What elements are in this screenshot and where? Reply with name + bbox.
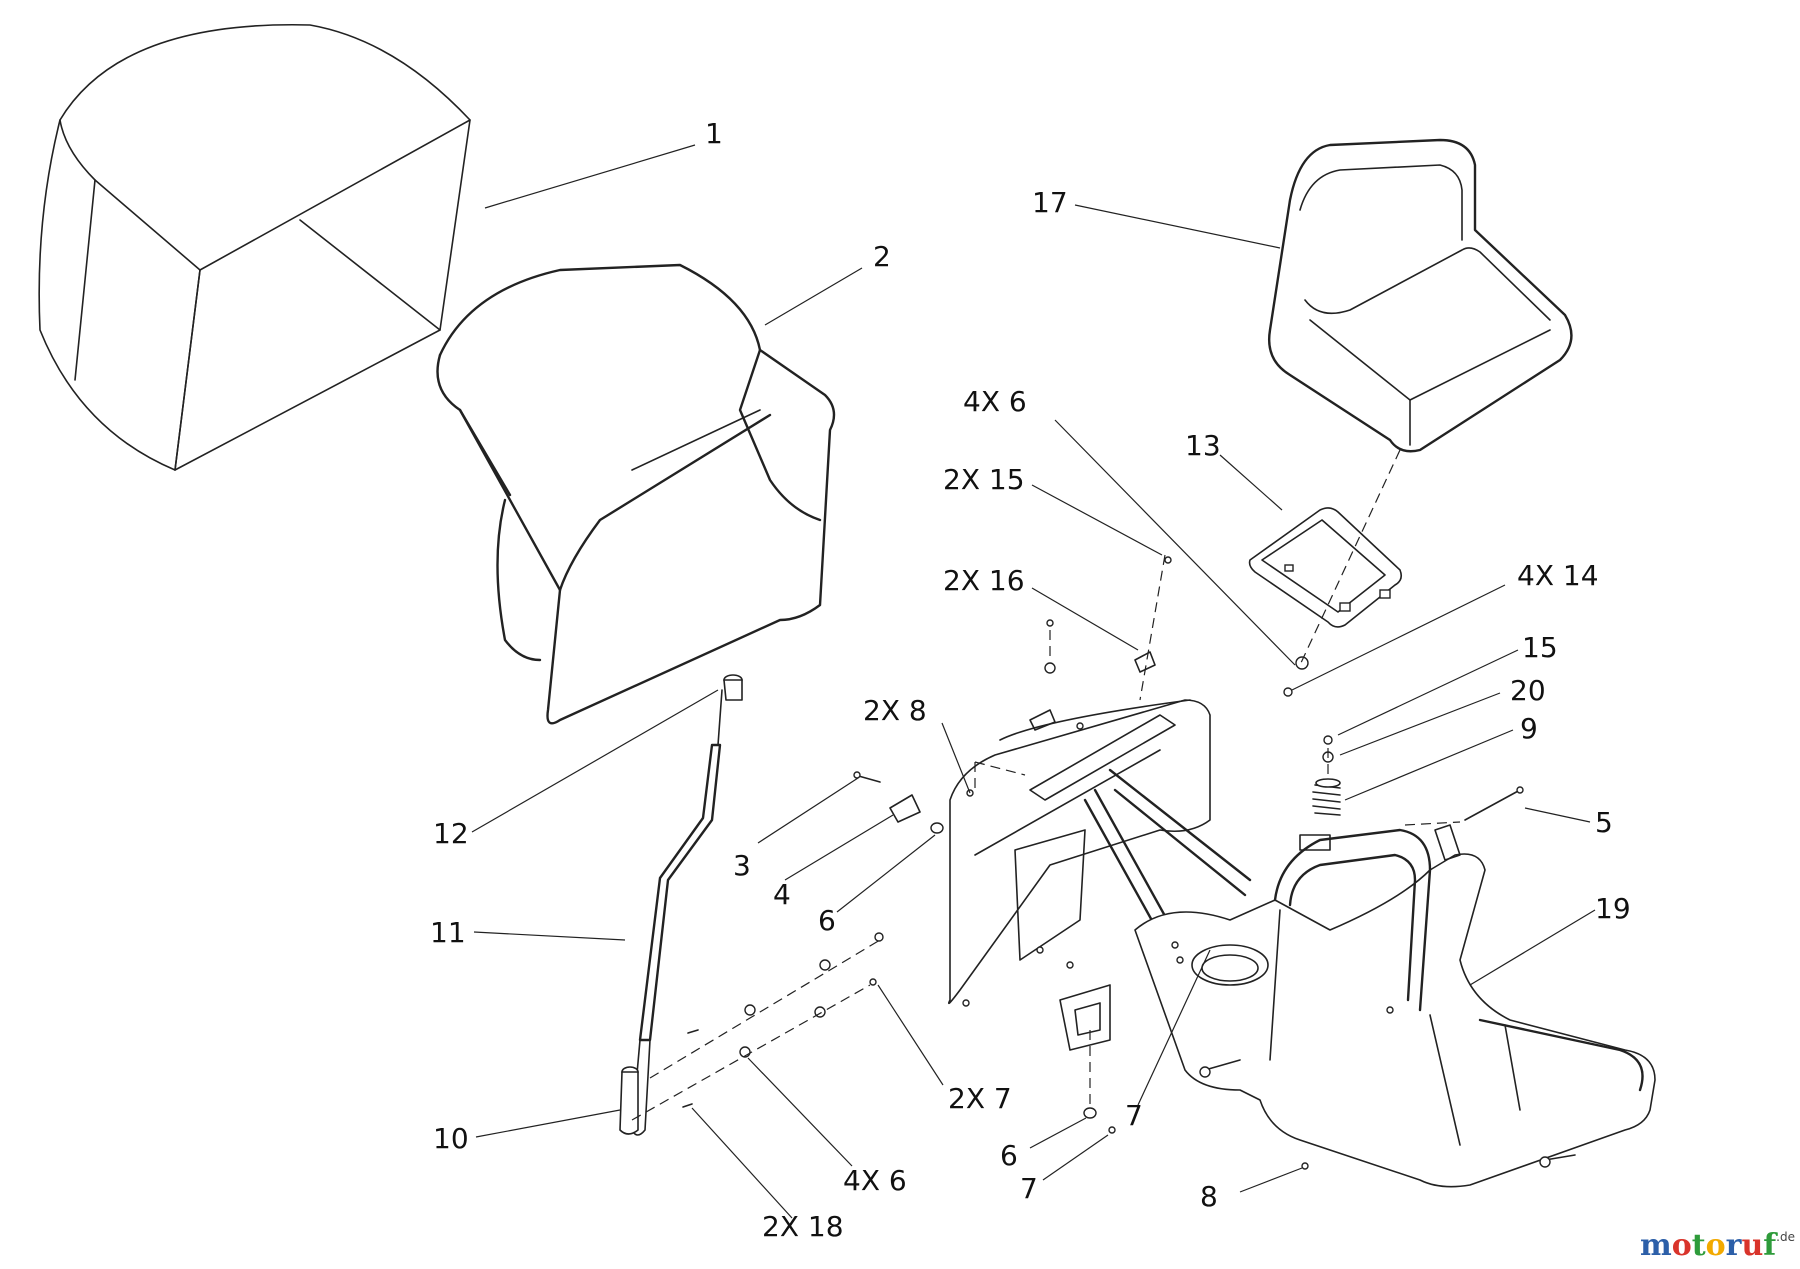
callout-7-mid: 7 xyxy=(1125,1099,1143,1132)
part-2-bag-frame xyxy=(436,263,836,725)
svg-text:motoruf.de: motoruf.de xyxy=(1640,1228,1795,1263)
callout-2x7: 2X 7 xyxy=(948,1082,1012,1115)
watermark-logo: motoruf.de xyxy=(1640,1228,1795,1263)
part-19-main-frame xyxy=(947,699,1656,1188)
watermark-letter: o xyxy=(1706,1228,1726,1263)
callout-17: 17 xyxy=(1032,186,1068,219)
hardware xyxy=(682,556,1524,1170)
assembly-lines xyxy=(631,449,1461,1121)
callout-4x14: 4X 14 xyxy=(1517,559,1599,592)
callout-6-low: 6 xyxy=(1000,1139,1018,1172)
watermark-letter: u xyxy=(1741,1228,1763,1263)
callout-20: 20 xyxy=(1510,674,1546,707)
callout-2x18: 2X 18 xyxy=(762,1210,844,1243)
watermark-letter: f xyxy=(1763,1228,1778,1263)
leader-lines xyxy=(471,144,1596,1219)
callout-4x6-top: 4X 6 xyxy=(963,385,1027,418)
watermark-tld: .de xyxy=(1776,1230,1795,1244)
part-9-spring xyxy=(1312,778,1341,816)
callout-9: 9 xyxy=(1520,712,1538,745)
callout-5: 5 xyxy=(1595,806,1613,839)
callout-6-mid: 6 xyxy=(818,904,836,937)
callout-labels: 1 2 17 4X 6 13 2X 15 2X 16 4X 14 15 20 9… xyxy=(430,117,1631,1243)
callout-2x8: 2X 8 xyxy=(863,694,927,727)
watermark-letter: r xyxy=(1726,1228,1743,1263)
callout-12: 12 xyxy=(433,817,469,850)
part-5-rod xyxy=(1464,789,1521,821)
callout-4x6-low: 4X 6 xyxy=(843,1164,907,1197)
callout-4: 4 xyxy=(773,878,791,911)
part-1-bag-cover xyxy=(38,23,471,471)
watermark-letter: t xyxy=(1692,1228,1706,1263)
callout-2x15: 2X 15 xyxy=(943,463,1025,496)
callout-10: 10 xyxy=(433,1122,469,1155)
callout-13: 13 xyxy=(1185,429,1221,462)
callout-1: 1 xyxy=(705,117,723,150)
callout-8: 8 xyxy=(1200,1180,1218,1213)
callout-15: 15 xyxy=(1522,631,1558,664)
callout-2: 2 xyxy=(873,240,891,273)
callout-7-low: 7 xyxy=(1020,1172,1038,1205)
watermark-letter: o xyxy=(1672,1228,1692,1263)
callout-3: 3 xyxy=(733,849,751,882)
callout-19: 19 xyxy=(1595,892,1631,925)
watermark-letter: m xyxy=(1640,1228,1672,1263)
callout-11: 11 xyxy=(430,916,466,949)
part-17-seat xyxy=(1268,138,1573,453)
callout-2x16: 2X 16 xyxy=(943,564,1025,597)
part-13-seat-plate xyxy=(1248,507,1402,628)
part-11-tube xyxy=(619,674,743,1136)
